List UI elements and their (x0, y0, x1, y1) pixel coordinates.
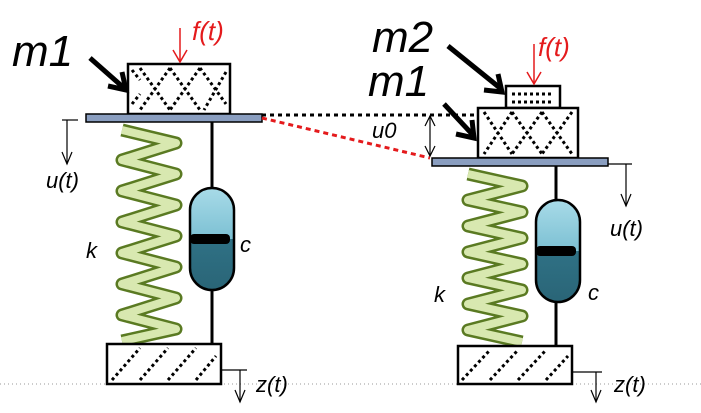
right-damper-piston (536, 246, 576, 256)
left-spring (115, 123, 183, 348)
right-mass-top-pointer-arrow (446, 44, 506, 95)
left-plate (85, 113, 263, 123)
right-base-label: z(t) (613, 372, 646, 397)
left-mass-pointer-arrow (88, 56, 130, 94)
left-system: f(t) m1 u(t) k c z(t) (12, 16, 288, 404)
right-force-label: f(t) (538, 32, 570, 62)
right-initial-offset-arrow (424, 114, 436, 158)
left-base-label: z(t) (255, 372, 288, 397)
right-damper-label: c (588, 280, 599, 305)
right-mass-m1-block (476, 106, 580, 160)
right-plate (431, 157, 609, 167)
left-force-label: f(t) (192, 16, 224, 46)
right-base-displacement-arrow (572, 371, 602, 404)
left-displacement-label: u(t) (46, 168, 79, 193)
left-mass-m1-block (126, 62, 232, 116)
left-damper-label: c (240, 232, 251, 257)
right-force-arrow (526, 44, 542, 86)
right-displacement-label: u(t) (610, 216, 643, 241)
left-spring-label: k (86, 238, 98, 263)
right-displacement-arrow (608, 163, 632, 208)
left-mass-label: m1 (12, 27, 73, 76)
right-mass-label: m1 (368, 57, 429, 106)
right-spring (461, 167, 529, 349)
right-spring-label: k (434, 282, 446, 307)
left-base-block (105, 342, 223, 386)
right-system: f(t) m2 m1 u0 u(t) k c (368, 13, 646, 404)
left-displacement-arrow (61, 119, 78, 166)
left-force-arrow (172, 28, 188, 64)
right-mass-pointer-arrow (442, 102, 477, 142)
left-base-displacement-arrow (221, 369, 247, 404)
left-damper-piston (190, 234, 230, 244)
right-initial-offset-label: u0 (372, 118, 397, 143)
right-base-block (456, 344, 574, 386)
deflection-line (261, 116, 431, 160)
right-mass-m2-block (504, 84, 562, 110)
right-mass-top-label: m2 (372, 13, 433, 62)
